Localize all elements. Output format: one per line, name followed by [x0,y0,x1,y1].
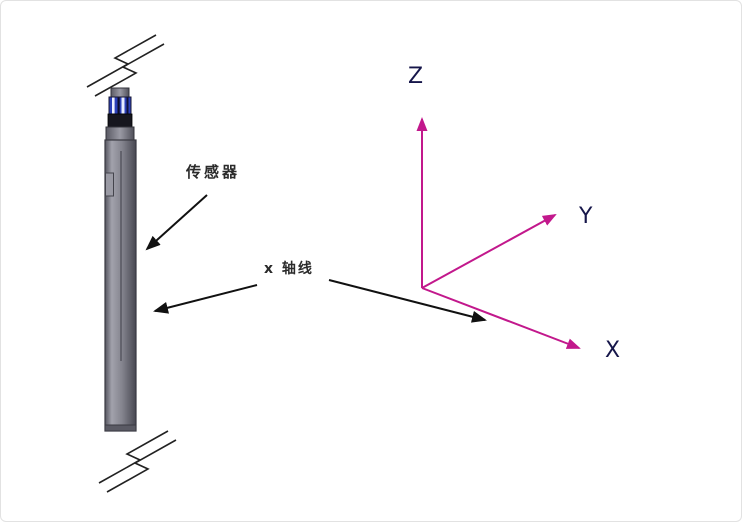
sensor-connector [108,96,132,115]
sensor-label: 传感器 [185,163,240,181]
break-line-top [86,34,165,97]
sensor-collar [105,126,135,141]
y-axis-label: Y [578,204,593,229]
sensor-dark-band [107,113,133,128]
sensor-top-cap [110,87,130,98]
x-axis-line-arrow-left [153,284,258,314]
x-axis-line-arrow-right [328,279,487,323]
z-axis-label: Z [408,64,423,89]
sensor-side-tab [105,172,114,197]
break-line-bottom [98,430,177,493]
x-axis-line-label: x 轴线 [264,260,314,277]
coordinate-axes: Z Y X [408,64,620,363]
y-axis [421,214,557,289]
sensor-graphic [104,87,137,432]
x-axis [421,287,581,349]
x-axis-label: X [605,338,620,363]
sensor-arrow [145,194,208,251]
sensor-bottom-edge [104,424,137,432]
